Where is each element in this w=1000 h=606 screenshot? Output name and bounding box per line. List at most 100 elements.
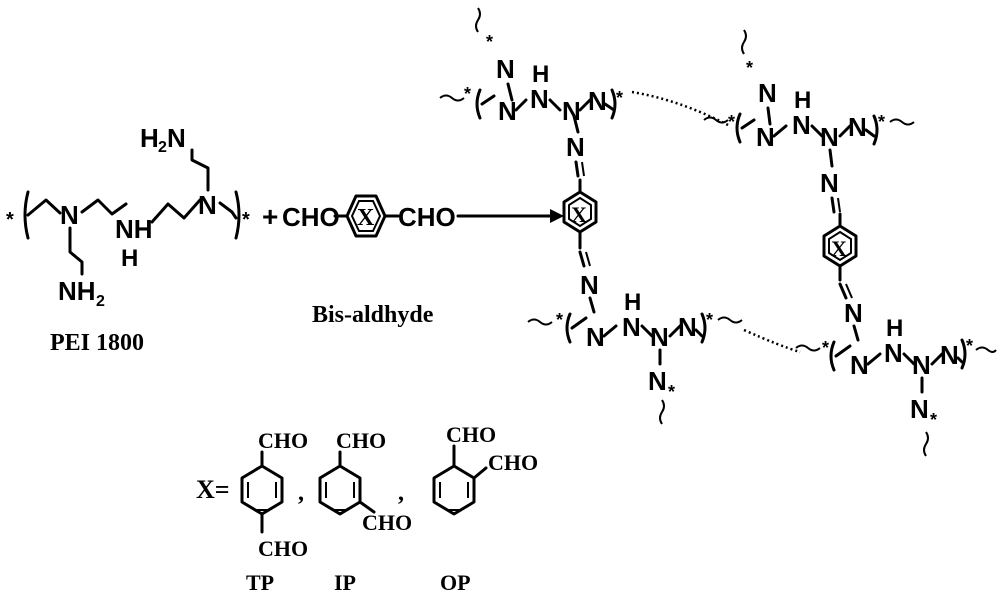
network-n: N	[588, 86, 607, 116]
cho-right: CHO	[398, 202, 456, 232]
benzene-ring-inner	[350, 200, 382, 232]
network-n: N	[496, 54, 515, 84]
network-unit-top-right: * N * N H N N N * N	[703, 29, 915, 214]
wavy-bond	[975, 346, 997, 353]
bracket	[610, 88, 617, 120]
isophthalaldehyde: CHO CHO IP	[318, 428, 412, 595]
pei-bond	[80, 198, 128, 216]
network-n: N	[884, 338, 903, 368]
bracket	[565, 312, 572, 344]
wavy-bond	[741, 29, 747, 55]
pei-bracket-left	[23, 190, 30, 240]
network-h: H	[624, 289, 641, 316]
network-star: *	[556, 310, 563, 330]
network-star: *	[486, 32, 493, 52]
network-n: N	[756, 122, 775, 152]
network-n: N	[650, 322, 669, 352]
wavy-bond	[795, 344, 821, 352]
ip-label: IP	[334, 570, 356, 595]
network-n: N	[848, 112, 867, 142]
network-star: *	[746, 58, 753, 78]
network-star: *	[706, 310, 713, 330]
network-unit-bottom-left: * N H N N N * N *	[527, 289, 743, 425]
pei-star-right: *	[242, 209, 250, 231]
cho-left: CHO	[282, 202, 340, 232]
network-n: N	[820, 122, 839, 152]
network-n: N	[910, 394, 929, 424]
tp-cho-bottom: CHO	[258, 536, 308, 561]
bracket	[700, 312, 707, 344]
network-n: N	[580, 270, 599, 300]
pei-amine-nh: NH	[115, 214, 153, 244]
network-star: *	[966, 336, 973, 356]
network-star: *	[728, 112, 735, 132]
wavy-bond	[717, 316, 743, 324]
benzene-ring	[318, 464, 362, 516]
wavy-bond	[527, 318, 553, 326]
x-options-prefix: X=	[196, 475, 230, 504]
network-n: N	[850, 350, 869, 380]
network-star: *	[822, 338, 829, 358]
comma: ,	[398, 480, 404, 506]
bracket	[829, 340, 836, 372]
network-n: N	[498, 96, 517, 126]
network-n: N	[622, 312, 641, 342]
crosslink-bond	[743, 328, 801, 354]
crosslink-bond	[631, 90, 731, 128]
network-h: H	[886, 315, 903, 342]
network-n: N	[562, 96, 581, 126]
reaction-arrow	[456, 209, 564, 223]
pei-amine-nh-h: H	[121, 245, 138, 272]
ip-cho-top: CHO	[336, 428, 386, 453]
wavy-bond	[659, 399, 665, 425]
x-options: X= CHO CHO TP , CHO CHO IP ,	[196, 422, 538, 595]
network-star: *	[878, 112, 885, 132]
network-n: N	[844, 298, 863, 328]
pei-branch-bond	[68, 226, 84, 276]
pei-caption: PEI 1800	[50, 330, 144, 356]
network-h: H	[794, 87, 811, 114]
network-n: N	[566, 132, 585, 162]
bis-aldehyde-caption: Bis-aldhyde	[312, 302, 434, 328]
network-star: *	[464, 84, 471, 104]
phthalaldehyde: CHO CHO OP	[432, 422, 538, 595]
pei-h2n-n: N	[167, 123, 186, 153]
comma: ,	[298, 480, 304, 506]
plus-sign: +	[262, 201, 278, 232]
pei-bond	[218, 201, 238, 220]
network-benzene-left: X N	[562, 178, 599, 314]
network-structure: * N * N H N N N * N	[439, 7, 997, 457]
pei-star-left: *	[6, 209, 14, 231]
network-star: *	[668, 382, 675, 402]
pei-nh2-sub: 2	[96, 293, 105, 310]
bracket	[735, 112, 742, 144]
network-n: N	[530, 84, 549, 114]
network-unit-bottom-right: * N H N N N * N *	[795, 315, 997, 457]
wavy-bond	[889, 118, 915, 126]
network-n: N	[792, 110, 811, 140]
pei-structure: * N NH H N * H 2 N NH 2 PEI 1800	[6, 123, 250, 356]
network-x: X	[571, 202, 587, 227]
pei-amine-n2: N	[198, 190, 217, 220]
network-n: N	[758, 78, 777, 108]
benzene-ring-inner	[828, 230, 852, 262]
wavy-bond	[703, 116, 729, 124]
op-cho-side: CHO	[488, 450, 538, 475]
wavy-bond	[923, 431, 929, 457]
network-benzene-right: X N	[822, 212, 863, 342]
tp-cho-top: CHO	[258, 428, 308, 453]
network-n: N	[820, 168, 839, 198]
pei-bond	[26, 198, 62, 217]
tp-label: TP	[246, 570, 274, 595]
network-n: N	[678, 312, 697, 342]
network-n: N	[912, 350, 931, 380]
pei-h2n-h: H	[140, 123, 159, 153]
bis-aldehyde: + CHO X CHO Bis-aldhyde	[262, 194, 456, 328]
bracket	[960, 338, 967, 370]
network-n: N	[940, 340, 959, 370]
pei-nh2-n: NH	[58, 276, 96, 306]
pei-h2n-sub: 2	[158, 139, 167, 156]
pei-amine-n1: N	[60, 200, 79, 230]
